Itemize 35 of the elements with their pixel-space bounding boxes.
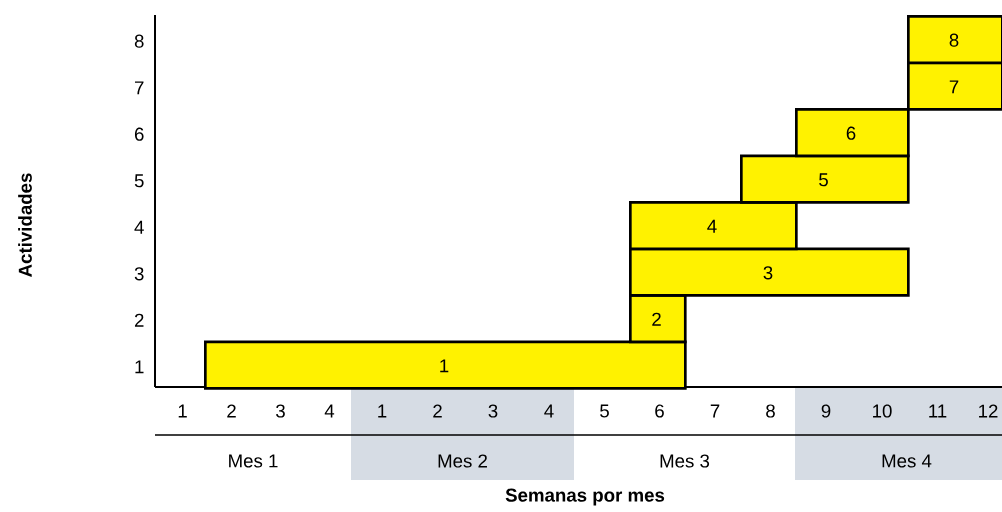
- bar-label: 5: [819, 173, 828, 187]
- bar-label: 1: [440, 359, 449, 373]
- month-label: Mes 1: [229, 454, 278, 468]
- month-label: Mes 2: [438, 454, 487, 468]
- axis-tick-label: 5: [134, 174, 144, 188]
- axis-tick-label: 2: [134, 313, 144, 327]
- axis-tick-label: 7: [135, 81, 144, 95]
- axis-tick-label: 4: [134, 220, 144, 234]
- task-bar: [740, 154, 910, 204]
- week-label: 9: [821, 404, 831, 418]
- week-label: 7: [710, 404, 720, 418]
- axis-tick-label: 1: [135, 360, 144, 374]
- week-label: 10: [873, 404, 892, 418]
- month-label: Mes 4: [882, 454, 932, 468]
- bar-label: 8: [949, 33, 959, 47]
- week-label: 1: [178, 404, 187, 418]
- week-label: 12: [979, 404, 998, 418]
- task-bar: [629, 201, 798, 251]
- week-label: 11: [929, 404, 947, 418]
- bar-label: 3: [763, 266, 773, 280]
- bar-label: 6: [846, 126, 856, 140]
- bar-label: 2: [652, 312, 661, 326]
- month-label: Mes 3: [660, 454, 710, 468]
- axis-tick-label: 6: [134, 127, 144, 141]
- task-bar: [795, 108, 910, 158]
- bar-label: 4: [707, 219, 717, 233]
- task-bar: [907, 61, 1002, 111]
- axis-tick-label: 3: [134, 267, 144, 281]
- bar-label: 7: [949, 80, 959, 94]
- task-bar: [907, 15, 1002, 65]
- task-bar: [629, 294, 687, 344]
- axis-title: Actividades: [18, 173, 32, 277]
- axis-tick-label: 8: [134, 34, 144, 48]
- week-label: 8: [766, 404, 775, 418]
- axis-title: Semanas por mes: [505, 488, 665, 506]
